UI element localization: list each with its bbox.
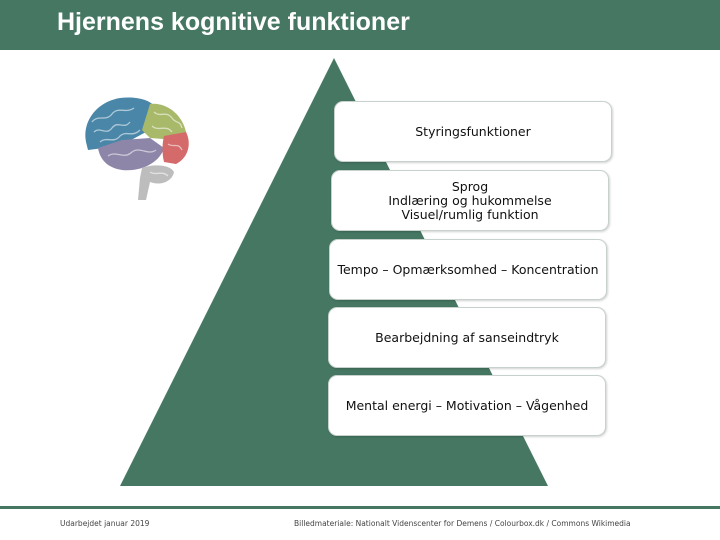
footer-date: Udarbejdet januar 2019 — [60, 519, 150, 528]
footer-divider — [0, 506, 720, 509]
pyramid-level-1-text: Styringsfunktioner — [415, 123, 531, 139]
brain-parietal-lobe — [142, 103, 186, 140]
pyramid-level-5-text: Mental energi – Motivation – Vågenhed — [345, 397, 589, 413]
pyramid-level-4-text: Bearbejdning af sanseindtryk — [375, 329, 559, 345]
pyramid-level-2: Sprog Indlæring og hukommelse Visuel/rum… — [331, 170, 609, 231]
pyramid-level-3-text: Tempo – Opmærksomhed – Koncentration — [337, 261, 599, 277]
brain-illustration — [85, 97, 189, 200]
pyramid-level-1: Styringsfunktioner — [334, 101, 612, 162]
brain-temporal-lobe — [98, 138, 164, 171]
footer-credits: Billedmateriale: Nationalt Videnscenter … — [294, 519, 631, 528]
pyramid-level-2-text: Sprog Indlæring og hukommelse Visuel/rum… — [388, 178, 552, 222]
pyramid-level-5: Mental energi – Motivation – Vågenhed — [328, 375, 606, 436]
brain-occipital-lobe — [162, 132, 189, 164]
brain-cerebellum — [138, 165, 174, 200]
header-bar: Hjernens kognitive funktioner — [0, 0, 720, 50]
pyramid-level-3: Tempo – Opmærksomhed – Koncentration — [329, 239, 607, 300]
page-title: Hjernens kognitive funktioner — [57, 8, 410, 36]
pyramid-level-4: Bearbejdning af sanseindtryk — [328, 307, 606, 368]
brain-frontal-lobe — [85, 97, 154, 150]
